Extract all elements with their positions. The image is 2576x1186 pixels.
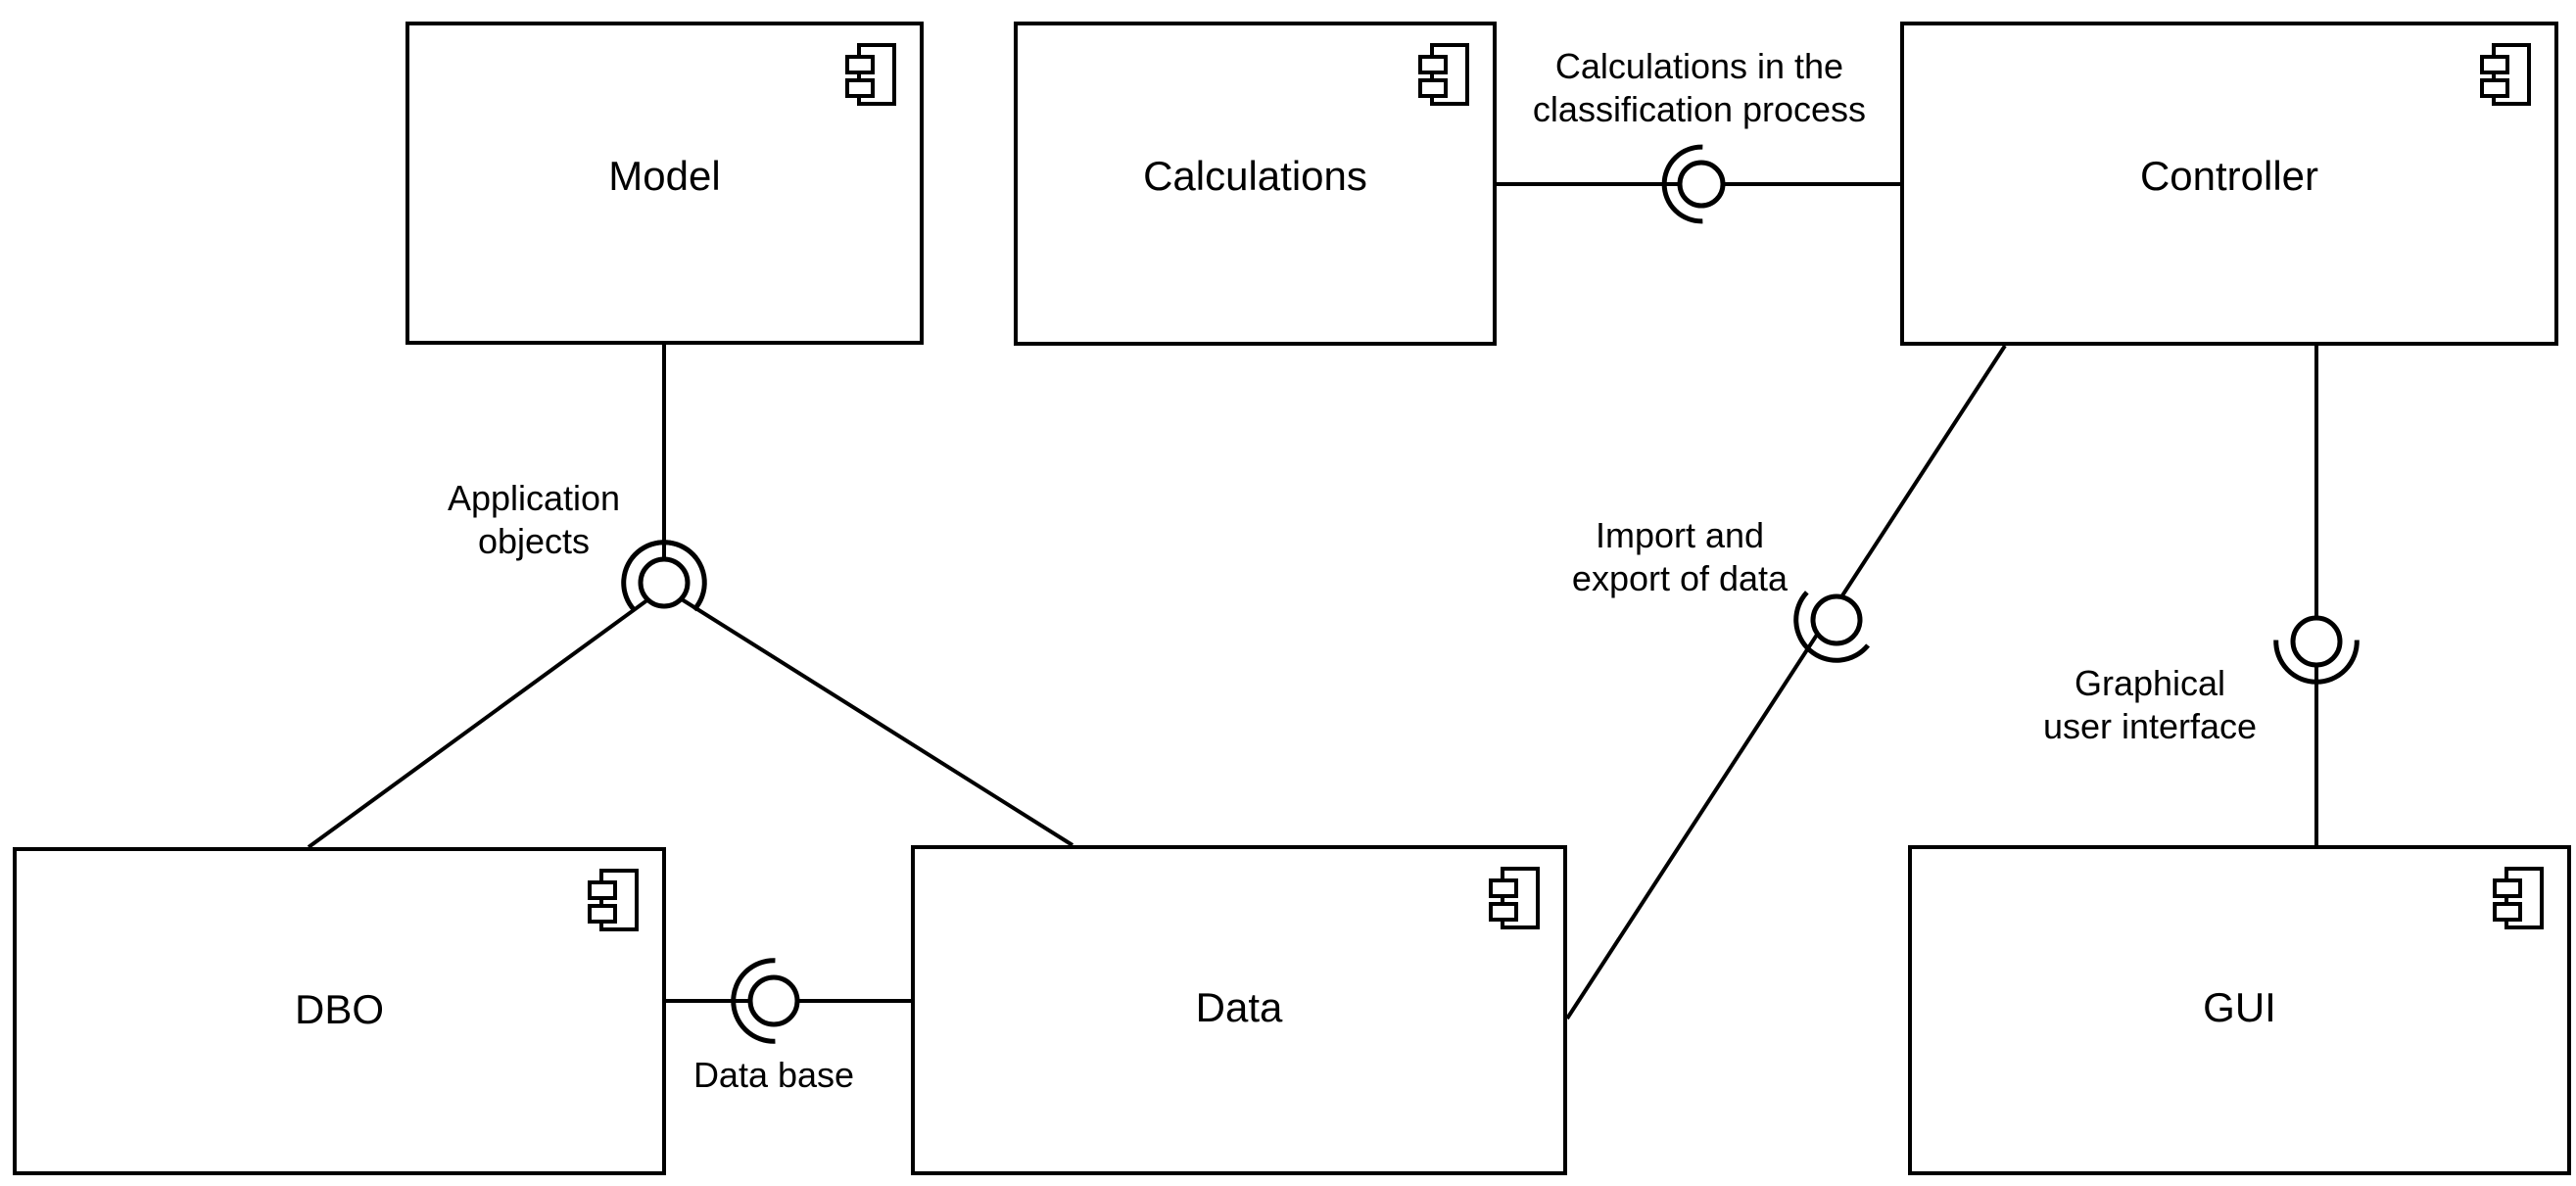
required-interface-socket-calc-classification-0 bbox=[1661, 144, 1703, 224]
uml-component-icon bbox=[845, 43, 896, 106]
component-label-dbo: DBO bbox=[294, 986, 384, 1032]
interface-connector-import-export-data[interactable] bbox=[1793, 591, 1871, 663]
interface-connector-graphical-user-interface[interactable] bbox=[2273, 615, 2360, 685]
interface-label-calc-classification: Calculations in the classification proce… bbox=[1532, 46, 1867, 129]
component-calculations[interactable]: Calculations bbox=[1014, 22, 1497, 346]
component-icon-dbo bbox=[586, 865, 641, 940]
edge-controller-data bbox=[1565, 344, 2007, 1020]
component-icon-data bbox=[1487, 863, 1542, 938]
component-icon-controller bbox=[2478, 39, 2533, 115]
required-interface-socket-graphical-user-interface-0 bbox=[2273, 640, 2360, 685]
interface-label-graphical-user-interface: Graphical user interface bbox=[2042, 663, 2258, 746]
uml-component-icon bbox=[1489, 867, 1540, 929]
interface-label-application-objects: Application objects bbox=[447, 478, 621, 561]
component-model[interactable]: Model bbox=[405, 22, 924, 345]
provided-interface-ball-calc-classification bbox=[1677, 160, 1726, 209]
component-label-model: Model bbox=[608, 153, 721, 199]
uml-component-icon bbox=[1418, 43, 1469, 106]
uml-component-icon bbox=[2493, 867, 2544, 929]
provided-interface-ball-data-base bbox=[747, 974, 800, 1027]
required-interface-socket-data-base-0 bbox=[731, 958, 776, 1044]
interface-connector-calc-classification[interactable] bbox=[1661, 144, 1726, 224]
component-label-controller: Controller bbox=[2139, 153, 2319, 199]
component-dbo[interactable]: DBO bbox=[13, 847, 666, 1175]
provided-interface-ball-graphical-user-interface bbox=[2290, 615, 2343, 668]
component-label-calculations: Calculations bbox=[1143, 153, 1367, 199]
required-interface-socket-import-export-data-0 bbox=[1793, 591, 1871, 663]
component-controller[interactable]: Controller bbox=[1900, 22, 2558, 346]
edge-connector-data bbox=[680, 597, 1074, 847]
interface-label-data-base: Data base bbox=[692, 1055, 855, 1095]
edge-connector-dbo bbox=[307, 597, 650, 849]
interface-connector-data-base[interactable] bbox=[731, 958, 800, 1044]
component-icon-calculations bbox=[1416, 39, 1471, 115]
component-label-gui: GUI bbox=[2203, 984, 2276, 1030]
uml-component-icon bbox=[2480, 43, 2531, 106]
interface-connector-application-objects[interactable] bbox=[621, 540, 707, 612]
component-gui[interactable]: GUI bbox=[1908, 845, 2571, 1175]
component-icon-gui bbox=[2491, 863, 2546, 938]
provided-interface-ball-application-objects bbox=[638, 556, 691, 609]
required-interface-socket-application-objects-1 bbox=[621, 540, 698, 612]
component-label-data: Data bbox=[1195, 984, 1283, 1030]
uml-component-icon bbox=[588, 869, 639, 931]
provided-interface-ball-import-export-data bbox=[1810, 593, 1863, 646]
component-data[interactable]: Data bbox=[911, 845, 1567, 1175]
component-icon-model bbox=[843, 39, 898, 115]
interface-label-import-export-data: Import and export of data bbox=[1571, 515, 1789, 598]
